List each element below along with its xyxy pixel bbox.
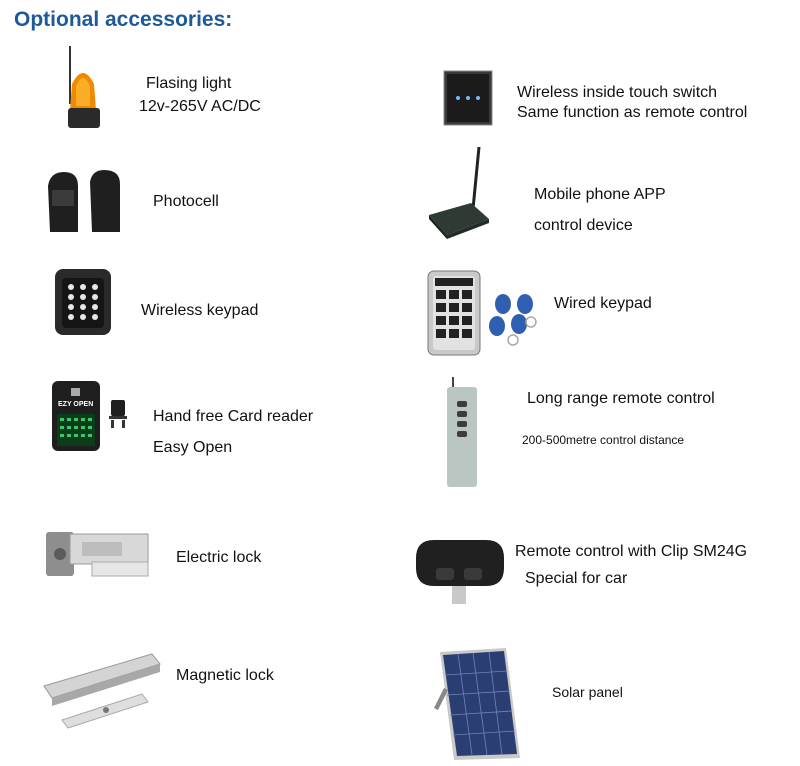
item-wired-keypad-name: Wired keypad xyxy=(554,295,652,312)
wireless-keypad-icon xyxy=(54,268,112,336)
item-photocell-name: Photocell xyxy=(153,193,219,210)
item-app-device-desc: control device xyxy=(534,217,633,234)
router-antenna-icon xyxy=(427,145,491,241)
item-wireless-keypad-name: Wireless keypad xyxy=(141,302,259,319)
item-solar-panel-name: Solar panel xyxy=(552,684,623,700)
wired-keypad-icon xyxy=(427,270,547,356)
photocell-icon xyxy=(46,168,126,236)
item-touch-switch-desc: Same function as remote control xyxy=(517,104,748,121)
item-car-remote-name: Remote control with Clip SM24G xyxy=(515,543,748,560)
item-electric-lock-name: Electric lock xyxy=(176,549,262,566)
item-touch-switch-name: Wireless inside touch switch xyxy=(517,84,718,101)
touch-switch-icon xyxy=(443,70,493,126)
item-flashing-light-spec: 12v-265V AC/DC xyxy=(139,98,261,115)
item-long-remote-name: Long range remote control xyxy=(527,390,715,407)
car-remote-icon xyxy=(414,538,506,606)
item-long-remote-desc: 200-500metre control distance xyxy=(522,433,685,447)
item-app-device-name: Mobile phone APP xyxy=(534,186,666,203)
electric-lock-icon xyxy=(42,530,152,580)
item-car-remote-desc: Special for car xyxy=(525,570,628,587)
card-reader-icon xyxy=(51,380,141,452)
item-card-reader-desc: Easy Open xyxy=(153,439,233,456)
solar-panel-icon xyxy=(426,648,526,760)
magnetic-lock-icon xyxy=(42,652,162,730)
item-flashing-light-name: Flasing light xyxy=(146,75,232,92)
item-card-reader-name: Hand free Card reader xyxy=(153,408,314,425)
flashing-light-icon xyxy=(58,44,108,132)
page-title: Optional accessories: xyxy=(14,8,233,31)
long-range-remote-icon xyxy=(441,375,481,489)
card-reader-label: EZY OPEN xyxy=(58,401,94,408)
item-magnetic-lock-name: Magnetic lock xyxy=(176,667,274,684)
